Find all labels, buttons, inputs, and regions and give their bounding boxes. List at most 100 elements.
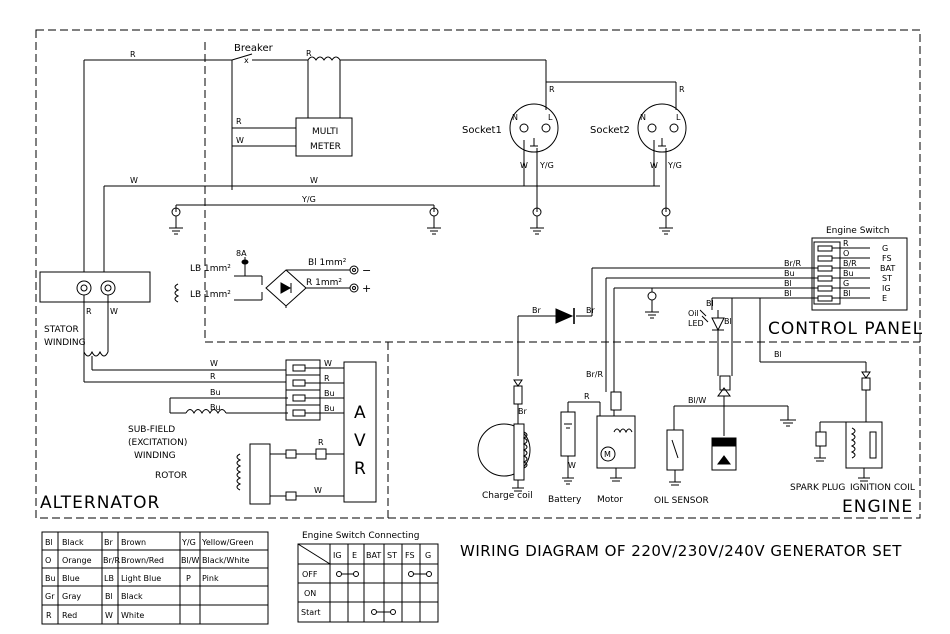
- wire-code: W: [568, 461, 576, 470]
- plus-label: +: [362, 282, 371, 295]
- oil-sensor-symbol: [666, 405, 724, 486]
- wire-code: L: [548, 113, 553, 122]
- legend-name: White: [121, 611, 144, 620]
- engine-label: ENGINE: [842, 497, 913, 517]
- breaker-switch: x: [231, 53, 253, 65]
- wire-code: Br: [532, 306, 541, 315]
- socket1-symbol: [509, 103, 559, 153]
- wire-code: Bl: [706, 299, 714, 308]
- oil-led-label-2: LED: [688, 319, 704, 328]
- wire-code: Bu: [324, 404, 335, 413]
- rotor-label: ROTOR: [155, 471, 187, 481]
- wire-code: N: [512, 113, 518, 122]
- multi-meter-label-1: MULTI: [312, 127, 338, 137]
- legend-name: Brown: [121, 538, 146, 547]
- subfield-label-1: SUB-FIELD: [128, 425, 175, 435]
- alternator-label: ALTERNATOR: [40, 493, 160, 513]
- wire-code: L: [676, 113, 681, 122]
- legend-code: Bl: [105, 592, 113, 601]
- wire-code: Br: [518, 407, 527, 416]
- legend-code: Y/G: [181, 538, 196, 547]
- legend-name: Black: [121, 592, 143, 601]
- legend-code: O: [45, 556, 51, 565]
- legend-code: Bl/W: [181, 556, 199, 565]
- switch-col-header: G: [425, 551, 431, 560]
- wire-code: W: [130, 176, 138, 185]
- legend-name: Red: [62, 611, 77, 620]
- r-wire-label: R 1mm²: [306, 278, 342, 288]
- wire-code: Bu: [210, 403, 221, 412]
- avr-letter-r: R: [354, 459, 367, 479]
- component-labels: Breaker MULTI METER Socket1 Socket2 STAT…: [40, 43, 922, 517]
- wire-code: R: [843, 239, 849, 248]
- wire-code: ST: [882, 274, 892, 283]
- wire-code: Bu: [210, 388, 221, 397]
- top-wiring: [83, 56, 677, 280]
- svg-text:M: M: [604, 450, 611, 459]
- motor-symbol: M: [596, 391, 636, 482]
- wire-code: W: [324, 359, 332, 368]
- engine-wiring: [517, 267, 867, 422]
- bl-wire-label: Bl 1mm²: [308, 258, 347, 268]
- wire-code: N: [640, 113, 646, 122]
- multi-meter-label-2: METER: [310, 142, 341, 152]
- wire-code: G: [882, 244, 888, 253]
- legend-name: Black/White: [202, 556, 250, 565]
- legend-code: R: [46, 611, 52, 620]
- wire-code: R: [679, 85, 685, 94]
- wire-code: W: [110, 307, 118, 316]
- stator-label-2: WINDING: [44, 338, 86, 348]
- wire-code: Bl: [784, 279, 792, 288]
- wire-code: Bl: [784, 289, 792, 298]
- avr-letter-v: V: [354, 431, 367, 451]
- ground-symbols-top: [169, 207, 796, 427]
- wire-code: R: [210, 372, 216, 381]
- legend-name: Brown/Red: [121, 556, 164, 565]
- wire-code: G: [843, 279, 849, 288]
- legend-name: Orange: [62, 556, 92, 565]
- wire-code: Bl: [843, 289, 851, 298]
- legend-code: Br: [104, 538, 113, 547]
- wire-code: Bl: [774, 350, 782, 359]
- ignition-coil-label: IGNITION COIL: [850, 483, 915, 493]
- switch-col-header: BAT: [366, 551, 381, 560]
- wire-code: R: [318, 438, 324, 447]
- legend-name: Blue: [62, 574, 80, 583]
- battery-symbol: [560, 401, 601, 485]
- wire-code: Bu: [784, 269, 795, 278]
- wire-code: W: [314, 486, 322, 495]
- subfield-label-3: WINDING: [134, 451, 176, 461]
- wire-code: Bu: [843, 269, 854, 278]
- switch-row-label: ON: [304, 589, 316, 598]
- avr-letter-a: A: [354, 403, 367, 423]
- spark-plug-label: SPARK PLUG: [790, 483, 845, 493]
- wire-code: Y/G: [301, 195, 316, 204]
- wire-code: O: [843, 249, 849, 258]
- battery-label: Battery: [548, 495, 582, 505]
- wire-code: W: [520, 161, 528, 170]
- multi-meter-box: [295, 117, 353, 157]
- switch-col-header: IG: [333, 551, 342, 560]
- wire-code: W: [210, 359, 218, 368]
- legend-name: Light Blue: [121, 574, 161, 583]
- rotor-assembly: [236, 443, 344, 505]
- svg-text:x: x: [244, 56, 249, 65]
- switch-row-label: Start: [301, 608, 321, 617]
- wire-code: R: [584, 392, 590, 401]
- wire-codes: R R R W W W Y/G R W Y/G N L R W Y/G N L …: [86, 49, 895, 495]
- engine-switch-label: Engine Switch: [826, 226, 889, 236]
- lb-label-2: LB 1mm²: [190, 290, 231, 300]
- wire-code: Br/R: [784, 259, 801, 268]
- legend-code: Gr: [45, 592, 55, 601]
- wire-code: Br: [586, 306, 595, 315]
- avr-box: [343, 361, 377, 503]
- motor-label: Motor: [597, 495, 623, 505]
- legend-name: Black: [62, 538, 84, 547]
- rectifier-circuit: [174, 257, 359, 308]
- wire-code: FS: [882, 254, 892, 263]
- switch-col-header: E: [352, 551, 357, 560]
- oil-sensor-label: OIL SENSOR: [654, 496, 709, 506]
- wire-code: Bl/W: [688, 396, 706, 405]
